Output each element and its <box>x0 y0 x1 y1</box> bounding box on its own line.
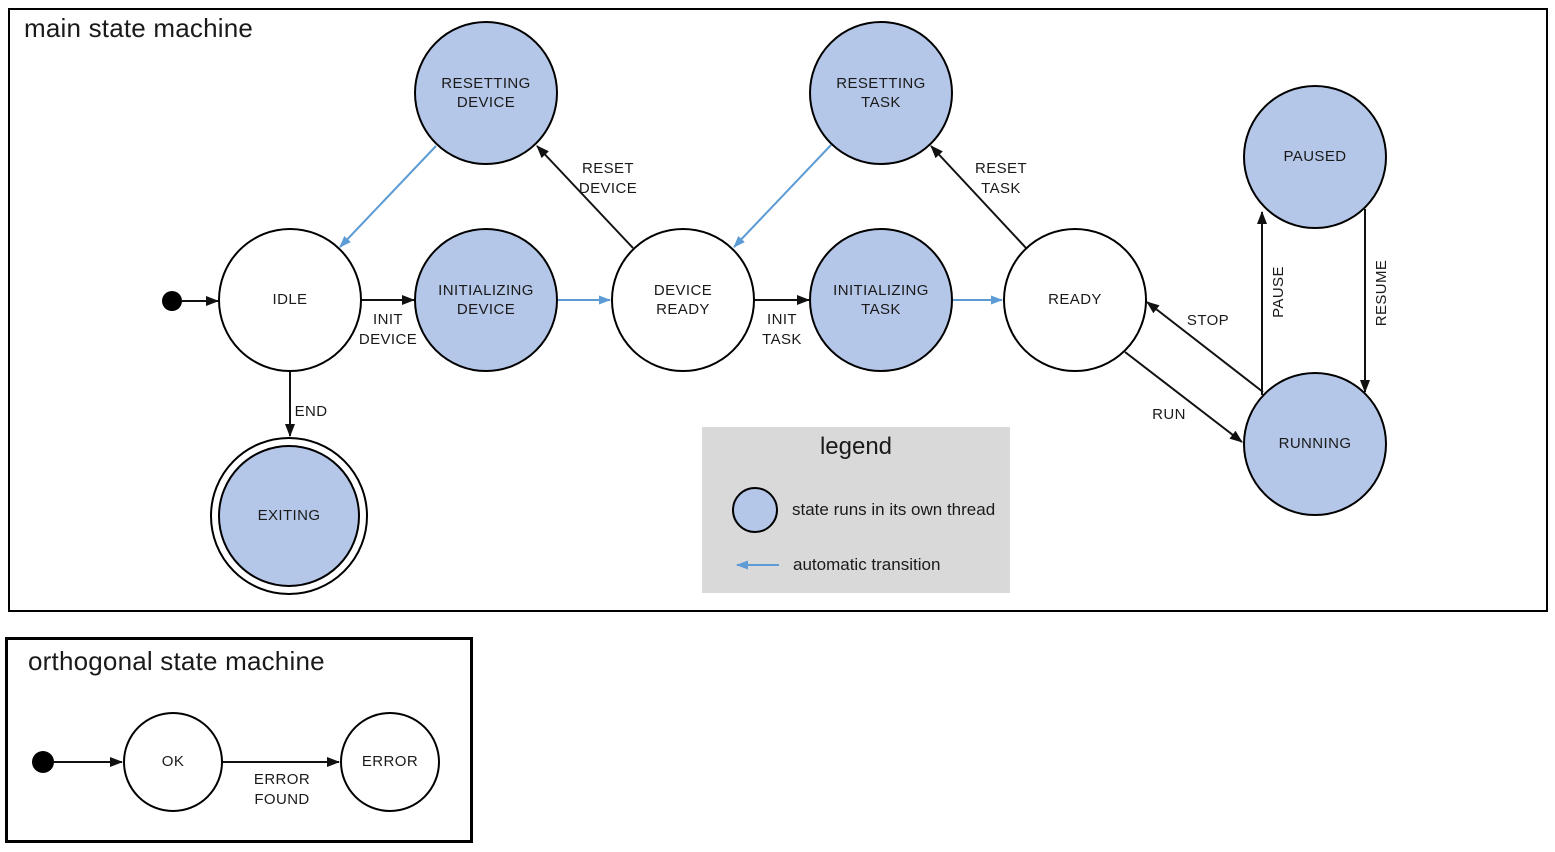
state-error-label: ERROR <box>361 753 419 771</box>
state-initializing-task: INITIALIZING TASK <box>809 228 953 372</box>
state-ok: OK <box>123 712 223 812</box>
label-pause: PAUSE <box>1269 266 1287 318</box>
state-exiting-label: EXITING <box>257 507 321 525</box>
state-resetting-task: RESETTING TASK <box>809 21 953 165</box>
initial-state-orthogonal <box>32 751 54 773</box>
state-resetting-device-label: RESETTING DEVICE <box>441 74 531 112</box>
state-initializing-device: INITIALIZING DEVICE <box>414 228 558 372</box>
label-end: END <box>294 402 328 420</box>
label-error-found: ERROR FOUND <box>253 770 311 808</box>
state-error: ERROR <box>340 712 440 812</box>
state-paused: PAUSED <box>1243 85 1387 229</box>
label-init-device: INIT DEVICE <box>358 310 418 348</box>
state-resetting-device: RESETTING DEVICE <box>414 21 558 165</box>
initial-state-main <box>162 291 182 311</box>
state-initializing-task-label: INITIALIZING TASK <box>833 281 929 319</box>
state-running-label: RUNNING <box>1278 435 1352 453</box>
label-init-task: INIT TASK <box>762 310 802 348</box>
state-ok-label: OK <box>161 753 185 771</box>
state-running: RUNNING <box>1243 372 1387 516</box>
label-resume: RESUME <box>1372 259 1390 327</box>
state-ready-label: READY <box>1048 291 1102 309</box>
state-device-ready: DEVICE READY <box>611 228 755 372</box>
threaded-state-label: state runs in its own thread <box>792 500 996 519</box>
state-ready: READY <box>1003 228 1147 372</box>
state-idle-label: IDLE <box>272 291 308 309</box>
orthogonal-state-machine-title: orthogonal state machine <box>28 646 325 676</box>
state-exiting: EXITING <box>210 437 368 595</box>
automatic-transition-label: automatic transition <box>793 555 941 574</box>
legend-title: legend <box>819 433 893 460</box>
main-state-machine-title: main state machine <box>24 13 254 43</box>
state-device-ready-label: DEVICE READY <box>653 281 713 319</box>
state-initializing-device-label: INITIALIZING DEVICE <box>438 281 534 319</box>
state-exiting-inner-ring: EXITING <box>218 445 360 587</box>
label-reset-task: RESET TASK <box>974 159 1028 197</box>
legend-panel: legend state runs in its own thread auto… <box>702 427 1010 593</box>
state-resetting-task-label: RESETTING TASK <box>836 74 926 112</box>
label-stop: STOP <box>1186 311 1230 329</box>
label-run: RUN <box>1152 405 1186 423</box>
state-paused-label: PAUSED <box>1283 148 1347 166</box>
label-reset-device: RESET DEVICE <box>578 159 638 197</box>
threaded-state-swatch-icon <box>732 487 778 533</box>
state-idle: IDLE <box>218 228 362 372</box>
